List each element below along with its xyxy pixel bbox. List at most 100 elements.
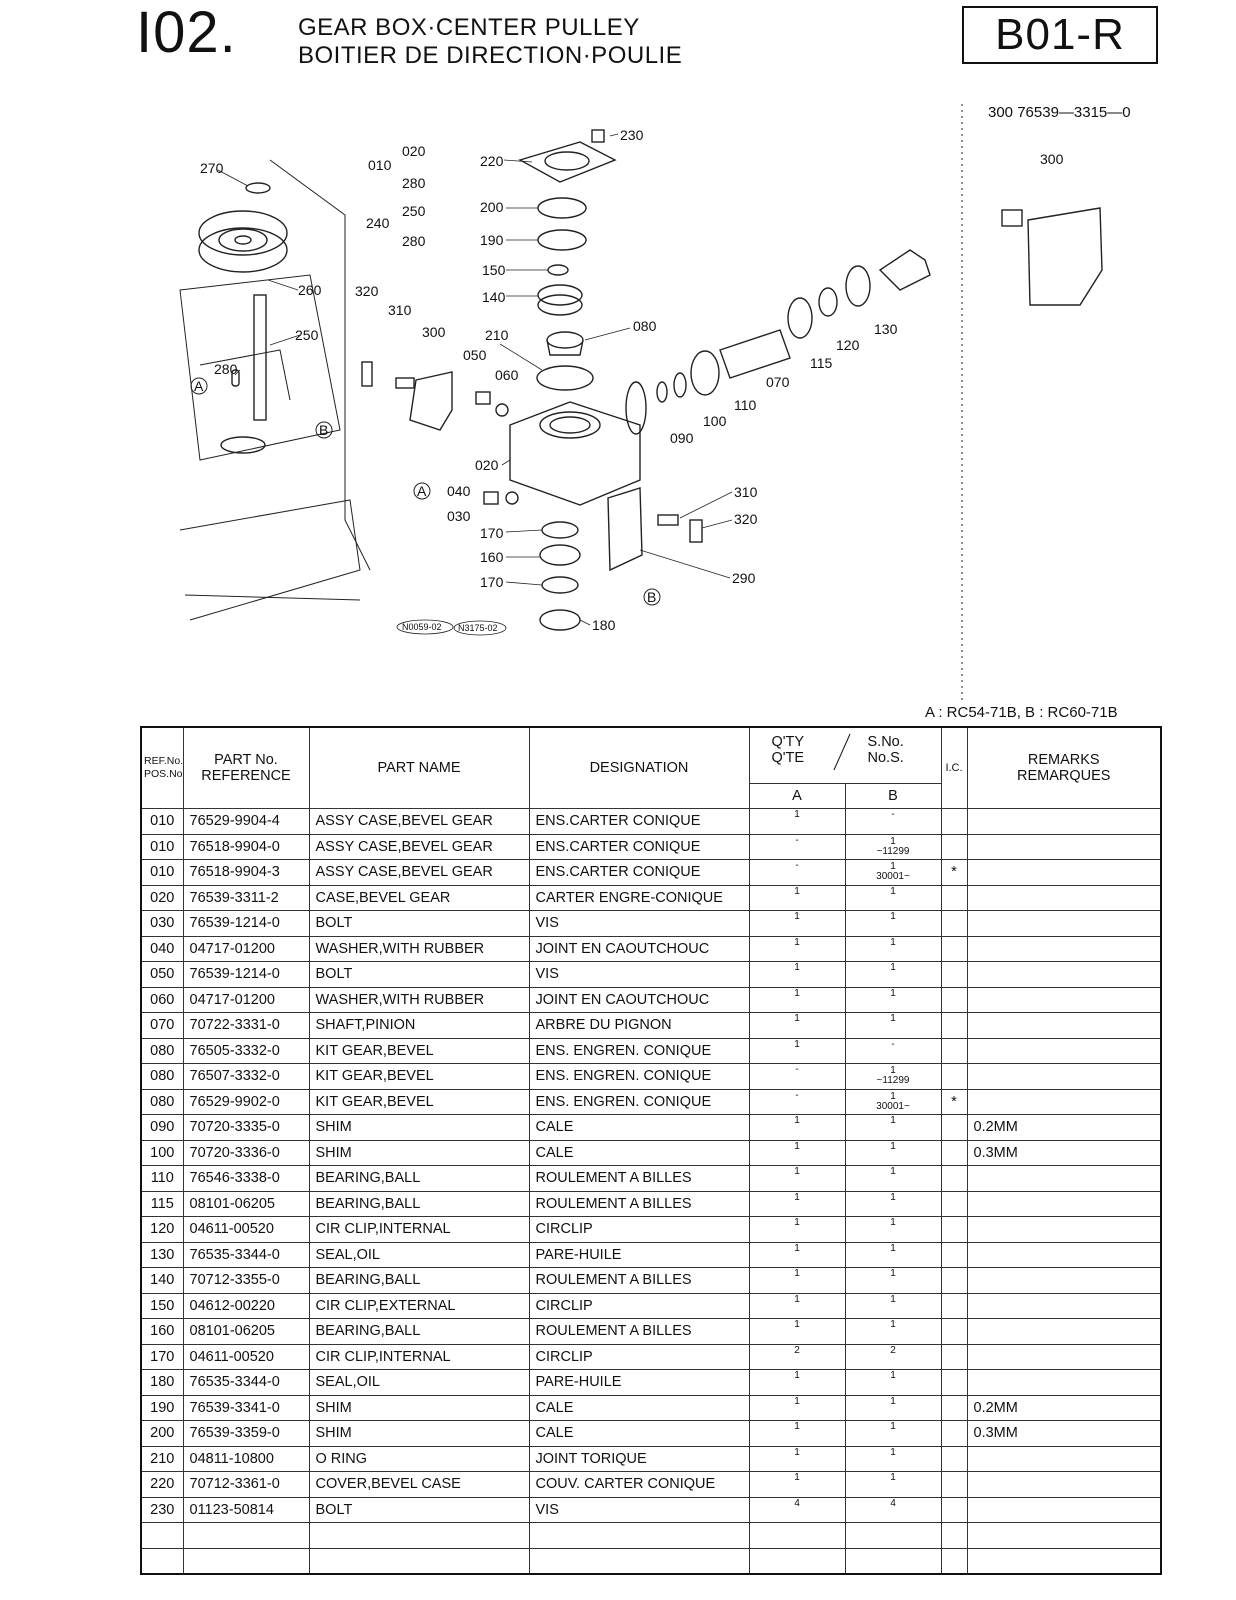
cell-ref-no: 010 (140, 859, 184, 886)
cell-part-no: 76539-3311-2 (182, 884, 310, 911)
cell-qty-a: 1 (748, 808, 846, 835)
cell-qty-a: 1 (748, 986, 846, 1013)
cell-part-name: BEARING,BALL (308, 1165, 530, 1192)
cell-part-no: 08101-06205 (182, 1190, 310, 1217)
cell-part-name: O RING (308, 1445, 530, 1472)
cell-ref-no: 140 (140, 1267, 184, 1294)
cell-designation: ROULEMENT A BILLES (528, 1190, 750, 1217)
cell-qty-b: 1 (844, 1267, 942, 1294)
empty-cell (940, 1522, 968, 1549)
cell-qty-a: 1 (748, 1012, 846, 1039)
cell-qty-b: 1 (844, 1114, 942, 1141)
cell-part-name: KIT GEAR,BEVEL (308, 1037, 530, 1064)
cell-ic (940, 884, 968, 911)
cell-ic (940, 808, 968, 835)
serial-range: ~11299 (876, 1075, 910, 1087)
empty-cell (940, 1547, 968, 1575)
cell-qty-a: 1 (748, 1241, 846, 1268)
callout: 090 (670, 430, 694, 446)
cell-part-name: COVER,BEVEL CASE (308, 1471, 530, 1498)
cell-qty-b: 1 (844, 1216, 942, 1243)
cell-remarks (966, 1318, 1162, 1345)
empty-cell (182, 1522, 310, 1549)
cell-qty-a: 1 (748, 1394, 846, 1421)
callout: 290 (732, 570, 756, 586)
cell-designation: CIRCLIP (528, 1343, 750, 1370)
callout: 150 (482, 262, 506, 278)
cell-designation: JOINT TORIQUE (528, 1445, 750, 1472)
cell-remarks (966, 1241, 1162, 1268)
cell-remarks (966, 1165, 1162, 1192)
callout: 115 (810, 355, 833, 371)
cell-ic: * (940, 1088, 968, 1115)
cell-part-no: 01123-50814 (182, 1496, 310, 1523)
cell-ic (940, 1216, 968, 1243)
cell-part-name: SHIM (308, 1114, 530, 1141)
cell-ic: * (940, 859, 968, 886)
callout: 130 (874, 321, 898, 337)
cell-remarks: 0.2MM (966, 1394, 1162, 1421)
cell-designation: PARE-HUILE (528, 1241, 750, 1268)
cell-designation: ENS. ENGREN. CONIQUE (528, 1037, 750, 1064)
cell-qty-b: 1 (844, 1012, 942, 1039)
cell-part-name: SHIM (308, 1420, 530, 1447)
cell-qty-b: - (844, 808, 942, 835)
cell-qty-a: 1 (748, 1139, 846, 1166)
cell-remarks: 0.3MM (966, 1139, 1162, 1166)
cell-qty-a: 1 (748, 1369, 846, 1396)
reference-marker-letters: A B A B (194, 378, 656, 605)
cell-designation: ENS.CARTER CONIQUE (528, 833, 750, 860)
cell-ref-no: 180 (140, 1369, 184, 1396)
callout: 120 (836, 337, 860, 353)
callout: 260 (298, 282, 322, 298)
cell-ref-no: 070 (140, 1012, 184, 1039)
callout: 010 (368, 157, 392, 173)
cell-remarks (966, 1343, 1162, 1370)
model-legend: A : RC54-71B, B : RC60-71B (925, 704, 1118, 721)
cell-remarks (966, 1445, 1162, 1472)
cell-remarks (966, 1037, 1162, 1064)
cell-remarks (966, 859, 1162, 886)
cell-ref-no: 080 (140, 1063, 184, 1090)
cell-qty-a: 1 (748, 1037, 846, 1064)
header-part-name: PART NAME (308, 726, 530, 809)
cell-part-name: CIR CLIP,INTERNAL (308, 1216, 530, 1243)
cell-designation: PARE-HUILE (528, 1369, 750, 1396)
cell-remarks (966, 1190, 1162, 1217)
marker-b: B (319, 422, 328, 438)
cell-part-no: 04611-00520 (182, 1216, 310, 1243)
cell-part-name: CIR CLIP,INTERNAL (308, 1343, 530, 1370)
callout: 240 (366, 215, 390, 231)
callout: 200 (480, 199, 504, 215)
cell-qty-a: 1 (748, 1445, 846, 1472)
cell-designation: CIRCLIP (528, 1216, 750, 1243)
cell-designation: JOINT EN CAOUTCHOUC (528, 935, 750, 962)
cell-part-no: 70720-3336-0 (182, 1139, 310, 1166)
callout: 110 (734, 397, 757, 413)
cell-designation: VIS (528, 910, 750, 937)
callout: 280 (214, 361, 238, 377)
cell-part-name: BEARING,BALL (308, 1318, 530, 1345)
cell-ic (940, 1292, 968, 1319)
cell-part-name: KIT GEAR,BEVEL (308, 1088, 530, 1115)
cell-designation: VIS (528, 961, 750, 988)
cell-ic (940, 1267, 968, 1294)
cell-designation: COUV. CARTER CONIQUE (528, 1471, 750, 1498)
reference-markers (190, 377, 661, 606)
cell-ic (940, 961, 968, 988)
cell-part-name: CASE,BEVEL GEAR (308, 884, 530, 911)
callout: 300 (422, 324, 446, 340)
cell-qty-a: 1 (748, 1216, 846, 1243)
cell-remarks (966, 1292, 1162, 1319)
cell-designation: VIS (528, 1496, 750, 1523)
cell-ic (940, 1343, 968, 1370)
cell-part-no: 04811-10800 (182, 1445, 310, 1472)
